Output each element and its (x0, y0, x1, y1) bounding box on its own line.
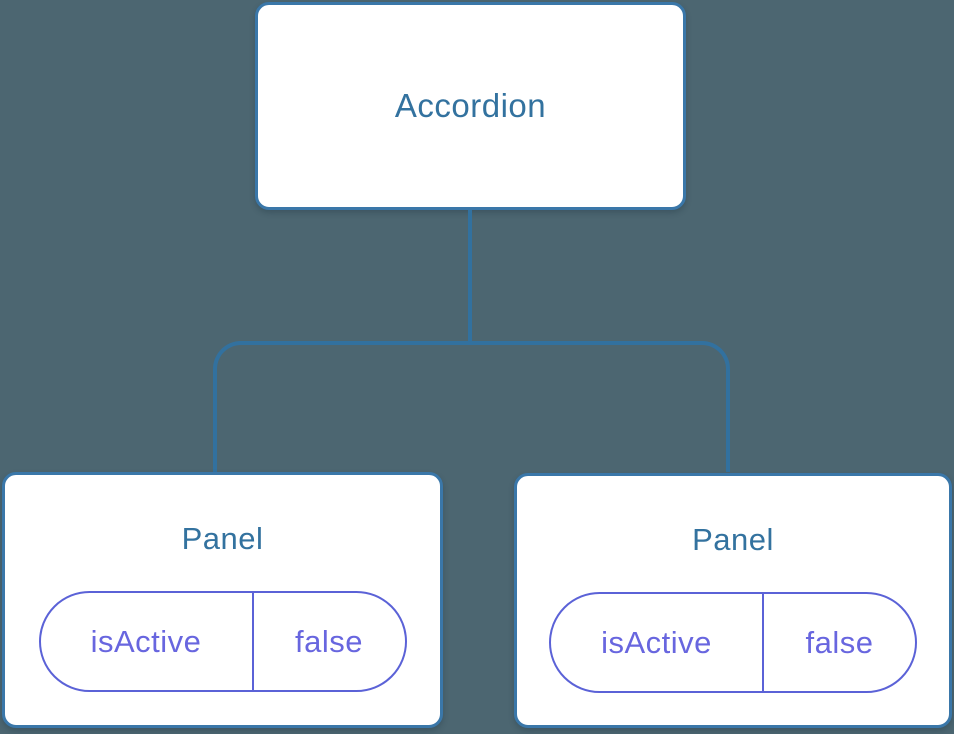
state-value: false (805, 624, 874, 660)
state-value: false (295, 623, 363, 659)
panel-left-state-pill: isActive false (38, 591, 407, 692)
panel-right-state-pill: isActive false (549, 592, 917, 693)
state-key: isActive (41, 593, 254, 690)
state-key: isActive (551, 594, 764, 691)
connector-bracket-line (213, 341, 730, 472)
connector-stem-line (468, 210, 472, 345)
panel-right-label: Panel (692, 522, 774, 557)
panel-node-left: Panel isActive false (2, 472, 443, 728)
panel-node-right: Panel isActive false (514, 473, 952, 728)
panel-left-label: Panel (181, 521, 264, 556)
accordion-node: Accordion (255, 2, 686, 210)
accordion-node-label: Accordion (394, 87, 547, 124)
